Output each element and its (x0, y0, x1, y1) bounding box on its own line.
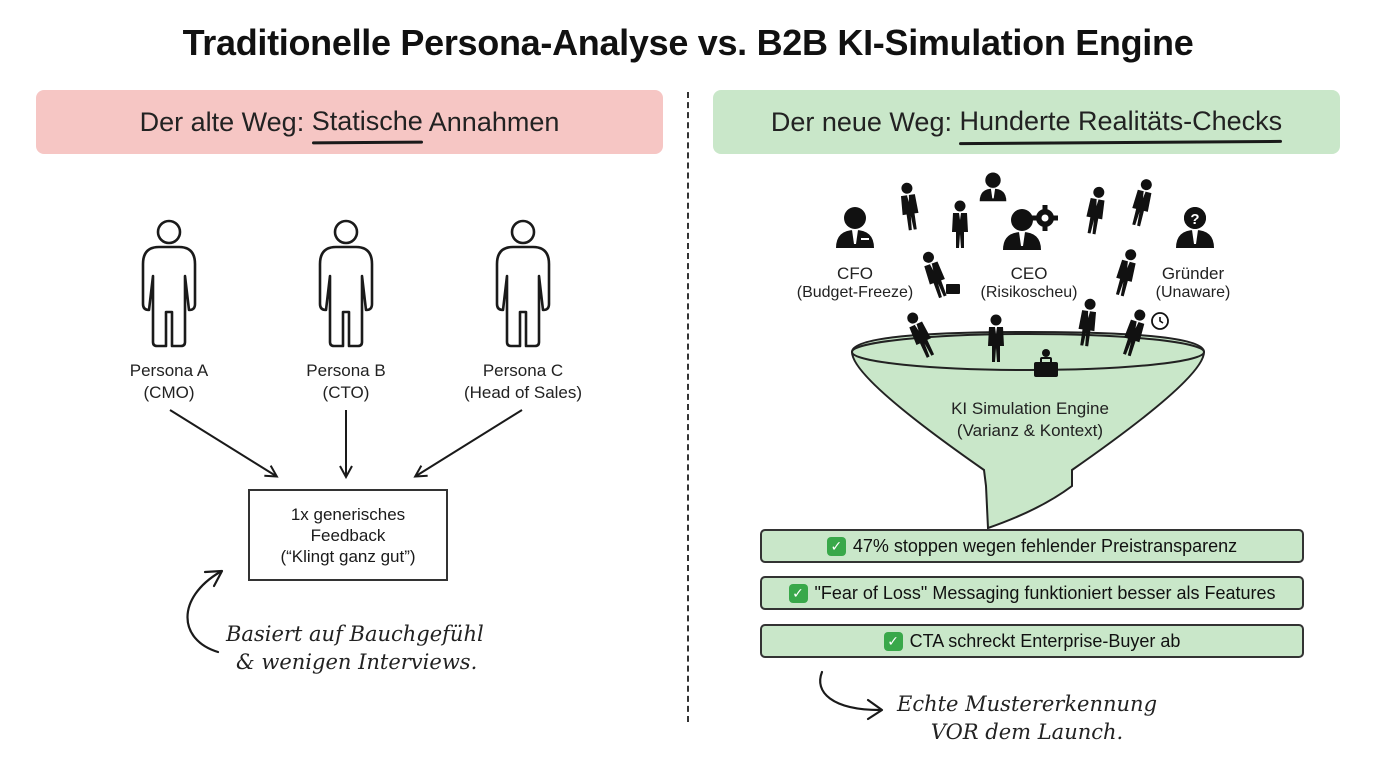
result-item: ✓ "Fear of Loss" Messaging funktioniert … (760, 576, 1304, 610)
funnel-line: KI Simulation Engine (951, 399, 1109, 418)
result-text: 47% stoppen wegen fehlender Preistranspa… (852, 535, 1238, 556)
arrow-a (169, 409, 276, 476)
role-detail: (Unaware) (1155, 284, 1231, 301)
funnel-line: (Varianz & Kontext) (956, 421, 1104, 440)
person-icon (1128, 177, 1156, 228)
ceo-label: CEO (Risikoscheu) (954, 264, 1104, 302)
funnel-shape (850, 330, 1206, 530)
note-line: Basiert auf Bauchgefühl (226, 622, 484, 646)
clock-icon (1151, 312, 1169, 330)
result-item: ✓ 47% stoppen wegen fehlender Preistrans… (760, 529, 1304, 563)
old-way-underlined: Statische (312, 106, 423, 139)
generic-feedback-box: 1x generisches Feedback (“Klingt ganz gu… (248, 489, 448, 581)
curved-arrow-left (186, 570, 222, 654)
role-detail: (Budget-Freeze) (796, 284, 914, 301)
persona-name: Persona A (129, 361, 209, 380)
briefcase-icon (946, 284, 960, 294)
person-icon (952, 200, 968, 248)
new-way-prefix: Der neue Weg: (770, 106, 960, 137)
svg-text:?: ? (1190, 211, 1199, 228)
left-handwritten-note: Basiert auf Bauchgefühl & wenigen Interv… (226, 620, 484, 676)
small-bust-icon (979, 172, 1007, 202)
role-detail: (Risikoscheu) (980, 284, 1078, 301)
persona-c-label: Persona C (Head of Sales) (433, 360, 613, 404)
feedback-line: Feedback (310, 525, 386, 545)
persona-b-label: Persona B (CTO) (256, 360, 436, 404)
person-icon (1083, 185, 1108, 236)
ceo-icon (1003, 209, 1041, 250)
persona-name: Persona C (482, 361, 564, 380)
curved-arrow-right (819, 670, 882, 712)
persona-role: (Head of Sales) (463, 383, 583, 402)
role-name: CEO (1010, 264, 1048, 283)
page-title: Traditionelle Persona-Analyse vs. B2B KI… (182, 22, 1194, 63)
old-way-prefix: Der alte Weg: (139, 106, 312, 137)
persona-role: (CTO) (322, 383, 370, 402)
persona-name: Persona B (306, 361, 386, 380)
feedback-line: (“Klingt ganz gut”) (280, 546, 416, 566)
person-icon (898, 181, 921, 231)
persona-role: (CMO) (143, 383, 195, 402)
right-handwritten-note: Echte Mustererkennung VOR dem Launch. (862, 690, 1192, 746)
old-way-suffix: Annahmen (422, 106, 560, 137)
new-way-underlined: Hunderte Realitäts-Checks (959, 106, 1282, 139)
note-line: & wenigen Interviews. (236, 650, 478, 674)
note-line: VOR dem Launch. (930, 720, 1124, 744)
check-icon: ✓ (826, 536, 846, 556)
cfo-label: CFO (Budget-Freeze) (780, 264, 930, 302)
check-icon: ✓ (788, 583, 808, 603)
check-icon: ✓ (883, 631, 903, 651)
persona-a-label: Persona A (CMO) (79, 360, 259, 404)
role-name: CFO (837, 264, 873, 283)
founder-label: Gründer (Unaware) (1118, 264, 1268, 302)
briefcase-in-funnel-icon (1034, 349, 1058, 377)
feedback-line: 1x generisches (290, 504, 406, 524)
founder-question-icon: ? (1176, 207, 1214, 248)
note-line: Echte Mustererkennung (896, 692, 1158, 716)
funnel-label: KI Simulation Engine (Varianz & Kontext) (880, 398, 1180, 442)
arrow-c (416, 409, 523, 476)
result-item: ✓ CTA schreckt Enterprise-Buyer ab (760, 624, 1304, 658)
old-way-banner: Der alte Weg: Statische Annahmen (36, 90, 663, 154)
gear-icon (1032, 205, 1058, 231)
cfo-icon (836, 207, 874, 248)
dashed-divider (687, 92, 689, 722)
new-way-banner: Der neue Weg: Hunderte Realitäts-Checks (713, 90, 1340, 154)
role-name: Gründer (1161, 264, 1225, 283)
result-text: "Fear of Loss" Messaging funktioniert be… (814, 582, 1276, 603)
result-text: CTA schreckt Enterprise-Buyer ab (909, 630, 1181, 651)
